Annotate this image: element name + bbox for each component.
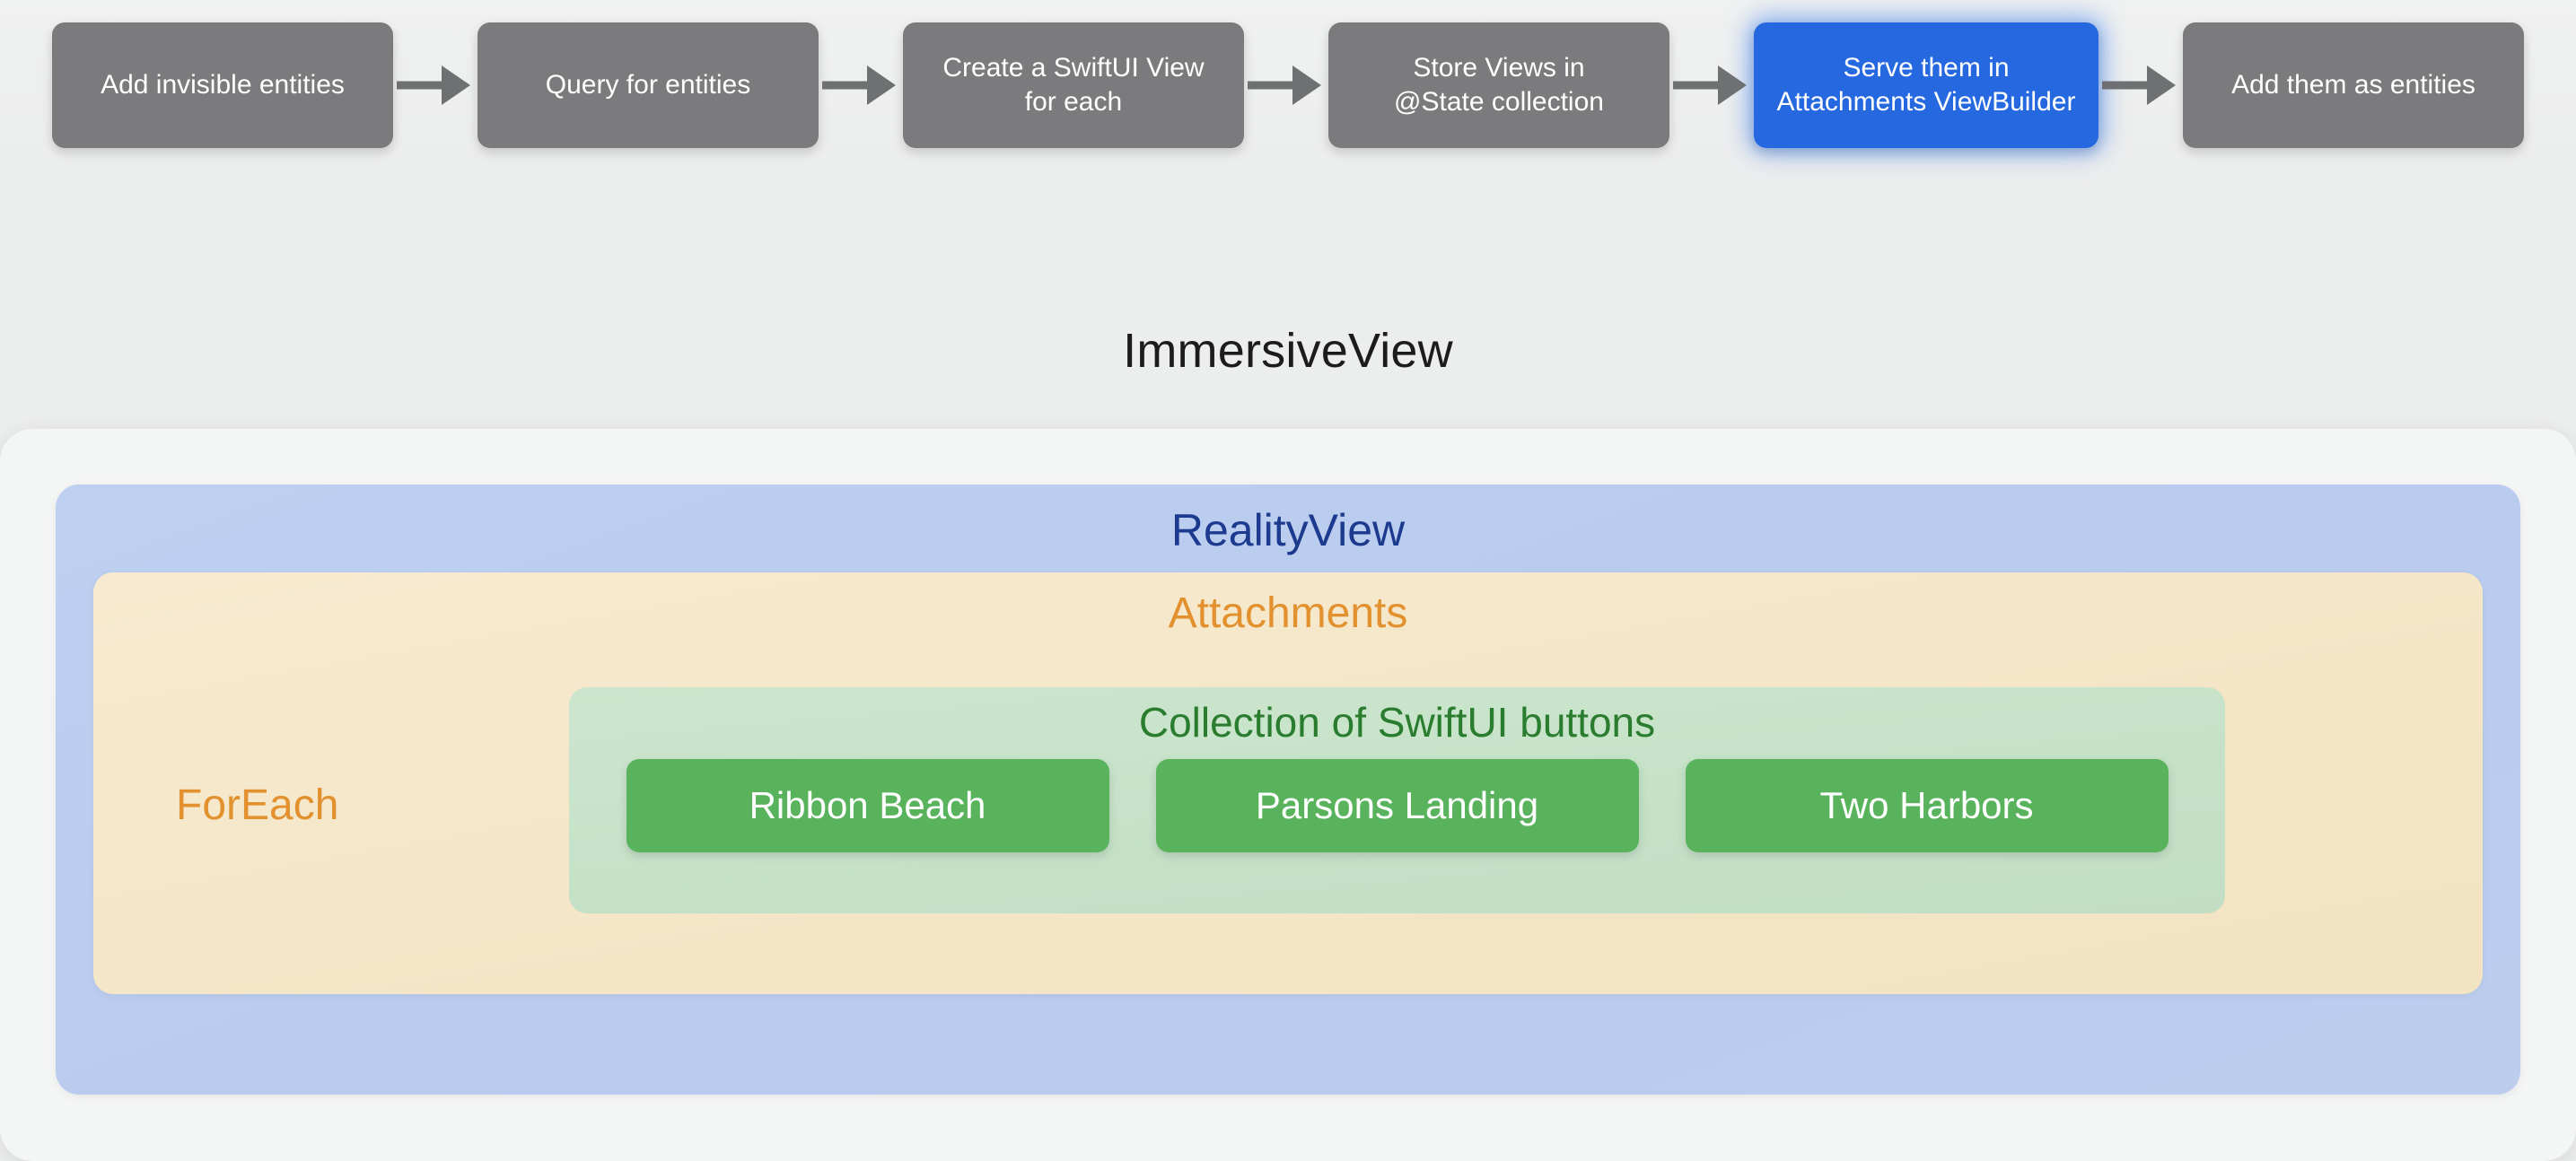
arrow-shaft (397, 81, 449, 90)
arrow-head (867, 65, 896, 105)
arrow-right-icon (393, 65, 478, 105)
arrow-shaft (822, 81, 874, 90)
arrow-head (1718, 65, 1747, 105)
flow-step-store-views-in-state[interactable]: Store Views in @State collection (1328, 22, 1669, 148)
flowchart-steps-row: Add invisible entities Query for entitie… (0, 0, 2576, 170)
flow-step-add-them-as-entities[interactable]: Add them as entities (2183, 22, 2524, 148)
flow-step-line1: Store Views in (1413, 52, 1585, 83)
arrow-head (1292, 65, 1321, 105)
page-title: ImmersiveView (1123, 324, 1453, 378)
flow-step-label: Create a SwiftUI View for each (942, 51, 1204, 120)
flow-step-line1: Create a SwiftUI View (942, 52, 1205, 83)
arrow-shaft (1248, 81, 1300, 90)
collection-container: Collection of SwiftUI buttons Ribbon Bea… (569, 687, 2225, 913)
collection-label: Collection of SwiftUI buttons (1138, 699, 1656, 746)
flow-step-create-swiftui-view[interactable]: Create a SwiftUI View for each (903, 22, 1244, 148)
arrow-right-icon (1669, 65, 1754, 105)
arrow-right-icon (1244, 65, 1328, 105)
flow-step-line1: Add them as entities (2231, 69, 2475, 100)
flow-step-label: Add them as entities (2231, 68, 2475, 102)
arrow-head (2147, 65, 2176, 105)
swiftui-button-ribbon-beach[interactable]: Ribbon Beach (626, 759, 1109, 852)
flow-step-line2: Attachments ViewBuilder (1776, 87, 2076, 117)
immersiveview-panel: RealityView Attachments ForEach Collecti… (0, 429, 2576, 1161)
flow-step-label: Store Views in @State collection (1394, 51, 1604, 120)
flow-step-label: Query for entities (546, 68, 750, 102)
flow-step-label: Serve them in Attachments ViewBuilder (1777, 51, 2076, 120)
flow-step-add-invisible-entities[interactable]: Add invisible entities (52, 22, 393, 148)
flow-step-query-for-entities[interactable]: Query for entities (478, 22, 819, 148)
swiftui-buttons-row: Ribbon Beach Parsons Landing Two Harbors (569, 759, 2225, 852)
arrow-shaft (2102, 81, 2154, 90)
flow-step-serve-in-attachments-viewbuilder[interactable]: Serve them in Attachments ViewBuilder (1754, 22, 2098, 148)
flow-step-label: Add invisible entities (101, 68, 345, 102)
arrow-shaft (1673, 81, 1725, 90)
realityview-label: RealityView (1170, 505, 1406, 555)
flow-step-line1: Add invisible entities (101, 69, 345, 100)
flow-step-line1: Serve them in (1843, 52, 2010, 83)
swiftui-button-parsons-landing[interactable]: Parsons Landing (1155, 759, 1639, 852)
realityview-container: RealityView Attachments ForEach Collecti… (56, 484, 2520, 1095)
attachments-container: Attachments ForEach Collection of SwiftU… (93, 572, 2483, 994)
arrow-head (442, 65, 470, 105)
flow-step-line2: for each (1024, 87, 1123, 117)
flow-step-line2: @State collection (1394, 87, 1604, 117)
arrow-right-icon (819, 65, 903, 105)
swiftui-button-two-harbors[interactable]: Two Harbors (1685, 759, 2169, 852)
foreach-label: ForEach (176, 781, 339, 829)
flow-step-line1: Query for entities (545, 69, 751, 100)
attachments-label: Attachments (1168, 589, 1408, 637)
arrow-right-icon (2098, 65, 2183, 105)
